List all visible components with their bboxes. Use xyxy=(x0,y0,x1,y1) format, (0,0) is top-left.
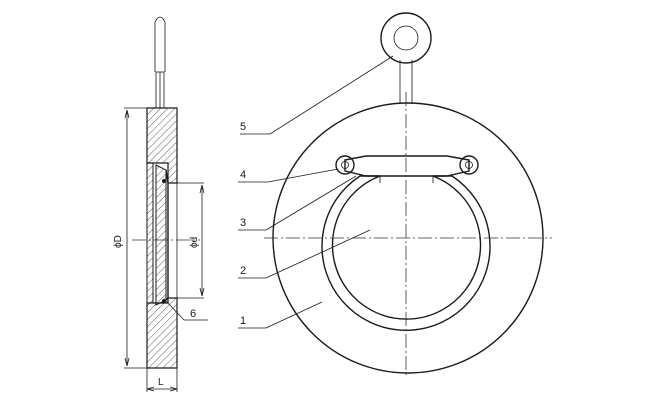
callout-5: 5 xyxy=(240,121,246,133)
hinge-eye-left xyxy=(335,155,355,175)
inner-diameter-label: ϕd xyxy=(189,237,200,248)
hinge-bar xyxy=(344,155,470,177)
eye-bolt-inner xyxy=(393,25,419,51)
callout-3: 3 xyxy=(240,217,246,229)
eye-bolt-outer xyxy=(380,12,432,64)
disc-section xyxy=(155,164,167,306)
callout-6: 6 xyxy=(190,308,196,320)
front-view: 5 4 3 2 1 xyxy=(238,12,552,378)
side-section-view: ϕD ϕd L 6 xyxy=(113,16,208,392)
length-label: L xyxy=(158,377,164,388)
outer-diameter-label: ϕD xyxy=(113,235,124,248)
pin-dot-bottom xyxy=(162,299,166,303)
seat-section xyxy=(165,169,169,301)
body-section-hatch-lower xyxy=(146,297,178,369)
body-left-strip xyxy=(146,162,154,304)
callout-1: 1 xyxy=(240,315,246,327)
hinge-pin-left xyxy=(341,161,349,169)
hinge-pin-right xyxy=(465,161,473,169)
callout-4: 4 xyxy=(240,169,246,181)
eye-bolt-stem xyxy=(154,16,166,72)
callout-2: 2 xyxy=(240,265,246,277)
pin-dot-top xyxy=(162,179,166,183)
disc-ring-inner-edge xyxy=(379,176,434,183)
hinge-eye-right xyxy=(459,155,479,175)
eye-bolt-neck xyxy=(399,60,413,104)
